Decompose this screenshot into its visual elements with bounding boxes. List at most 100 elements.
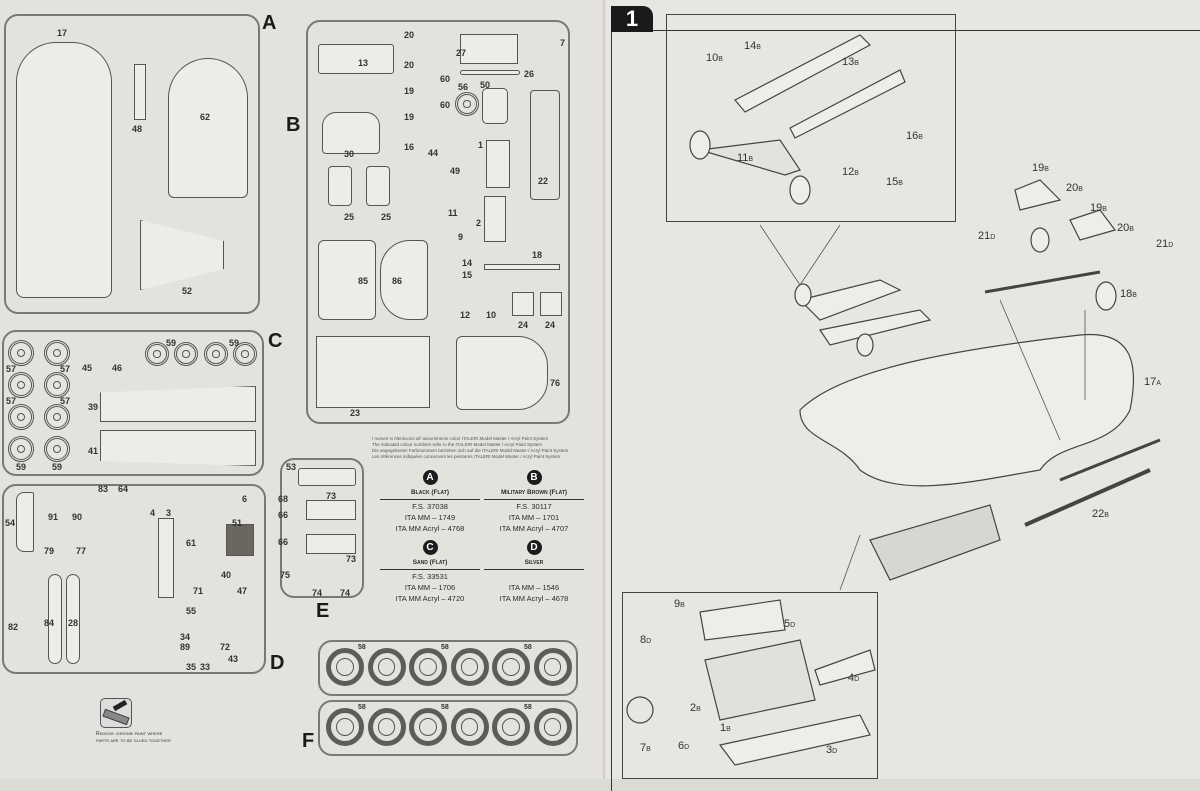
fan xyxy=(626,696,654,724)
part-label: 6 xyxy=(242,494,248,504)
callout-13b: 13B xyxy=(842,56,859,68)
part-23 xyxy=(316,336,430,408)
part-label: 25 xyxy=(344,212,355,222)
paint-acryl: ITA MM Acryl – 4720 xyxy=(395,594,465,603)
part-73-window xyxy=(306,500,356,520)
part-label: 89 xyxy=(180,642,191,652)
part-label: 10 xyxy=(486,310,497,320)
part-label: 51 xyxy=(232,518,243,528)
part-label: 17 xyxy=(57,28,68,38)
part-label: 34 xyxy=(180,632,191,642)
part-label: 28 xyxy=(68,618,79,628)
part-3-engine xyxy=(158,518,174,598)
part-54 xyxy=(16,492,34,552)
part-label: 18 xyxy=(532,250,543,260)
part-65 xyxy=(48,574,62,664)
sprue-b-letter: B xyxy=(286,114,301,136)
note-line: Les références indiquées concernent les … xyxy=(372,454,561,459)
part-label: 46 xyxy=(112,363,123,373)
step-number-badge: 1 xyxy=(611,6,653,32)
part-label: 43 xyxy=(228,654,239,664)
part-label: 58 xyxy=(524,644,532,651)
part-59-wheel xyxy=(174,342,198,366)
part-label: 45 xyxy=(82,363,93,373)
callout-22b: 22B xyxy=(1092,508,1109,520)
step-frame xyxy=(611,30,1200,791)
part-label: 55 xyxy=(186,606,197,616)
part-label: 90 xyxy=(72,512,83,522)
sprue-d-frame xyxy=(2,484,266,674)
part-label: 66 xyxy=(278,510,289,520)
part-label: 22 xyxy=(538,176,549,186)
part-57-wheel xyxy=(44,372,70,398)
sprue-a-frame xyxy=(4,14,260,314)
chrome-note-line: parts are to be glued together xyxy=(96,738,171,744)
part-label: 53 xyxy=(286,462,297,472)
sprue-d-letter: D xyxy=(270,652,285,674)
callout-leader xyxy=(759,224,801,286)
part-label: 72 xyxy=(220,642,231,652)
callout-19b: 19B xyxy=(1032,162,1049,174)
paint-b: B Military Brown (Flat) F.S. 30117 ITA M… xyxy=(484,470,584,534)
part-18-rear-axle xyxy=(484,264,560,270)
mini-wheel xyxy=(856,333,874,357)
part-label: 33 xyxy=(200,662,211,672)
page-fold xyxy=(603,0,607,779)
part-label: 50 xyxy=(480,80,491,90)
callout-19b: 19B xyxy=(1090,202,1107,214)
engine-block xyxy=(704,639,816,721)
sprue-f-frame xyxy=(318,640,578,696)
part-25-seat-right xyxy=(366,166,390,206)
part-label: 20 xyxy=(404,60,415,70)
exhaust-pipe xyxy=(1024,468,1151,527)
part-57-wheel xyxy=(8,340,34,366)
callout-18b: 18B xyxy=(1120,288,1137,300)
callout-16b: 16B xyxy=(906,130,923,142)
part-label: 54 xyxy=(5,518,16,528)
part-label: 24 xyxy=(518,320,529,330)
callout-20b: 20B xyxy=(1066,182,1083,194)
part-label: 35 xyxy=(186,662,197,672)
part-label: 60 xyxy=(440,100,451,110)
part-label: 40 xyxy=(221,570,232,580)
part-label: 82 xyxy=(8,622,19,632)
sprue-e-frame xyxy=(280,458,364,598)
engine-assembly xyxy=(869,504,1001,581)
part-label: 76 xyxy=(550,378,561,388)
paint-name: Black (Flat) xyxy=(380,487,480,500)
part-76-hood xyxy=(456,336,548,410)
paint-mm: ITA MM – 1706 xyxy=(404,583,456,592)
callout-10b: 10B xyxy=(706,52,723,64)
part-label: 71 xyxy=(193,586,204,596)
rear-wheel xyxy=(1095,281,1117,311)
part-label: 4 xyxy=(150,508,156,518)
part-label: 58 xyxy=(358,704,366,711)
part-57-wheel xyxy=(8,372,34,398)
part-label: 23 xyxy=(350,408,361,418)
callout-14b: 14B xyxy=(744,40,761,52)
part-label: 16 xyxy=(404,142,415,152)
part-label: 14 xyxy=(462,258,473,268)
part-73-window xyxy=(306,534,356,554)
callout-7b: 7B xyxy=(640,742,651,754)
part-58-tire xyxy=(409,648,447,686)
part-1-engine-block xyxy=(486,140,510,188)
callout-leader xyxy=(839,534,861,591)
paint-acryl: ITA MM Acryl – 4678 xyxy=(499,594,569,603)
part-label: 60 xyxy=(440,74,451,84)
part-label: 30 xyxy=(344,149,355,159)
callout-21d: 21D xyxy=(978,230,996,242)
part-label: 41 xyxy=(88,446,99,456)
paint-acryl: ITA MM Acryl – 4768 xyxy=(395,524,465,533)
part-label: 47 xyxy=(237,586,248,596)
part-label: 57 xyxy=(60,364,71,374)
part-label: 52 xyxy=(182,286,193,296)
front-axle xyxy=(699,139,801,176)
valve-cover xyxy=(699,599,786,641)
front-wheel xyxy=(689,130,711,160)
part-57-wheel xyxy=(8,404,34,430)
part-label: 44 xyxy=(428,148,439,158)
callout-6d: 6D xyxy=(678,740,690,752)
part-13 xyxy=(318,44,394,74)
